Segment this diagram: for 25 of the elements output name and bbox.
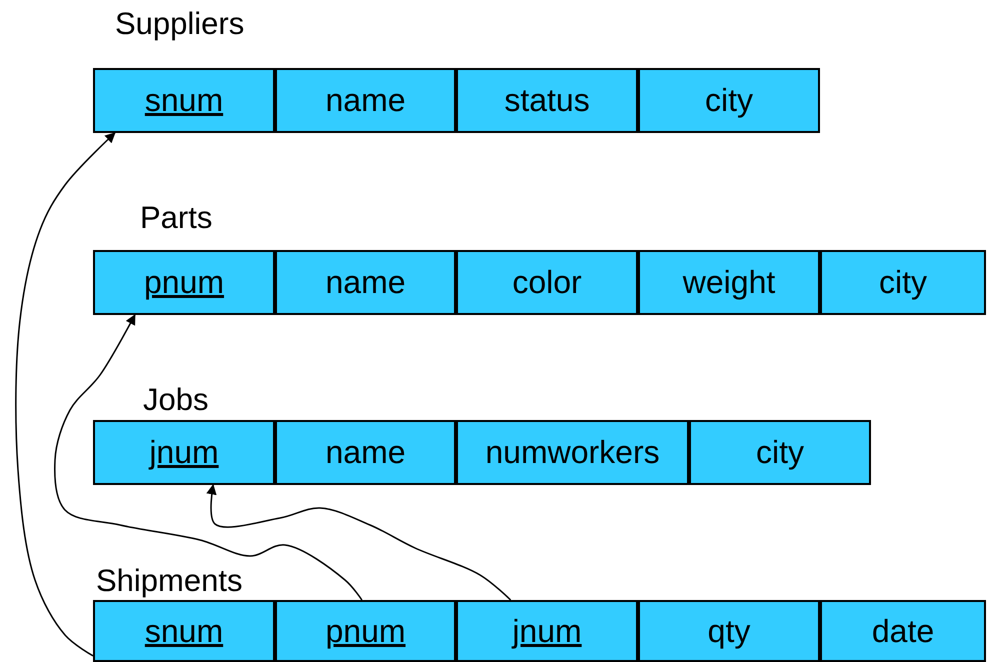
column-cell: status (456, 68, 638, 133)
column-cell: city (638, 68, 820, 133)
column-cell: name (275, 68, 456, 133)
table-name: Jobs (143, 382, 208, 418)
column-cell: city (820, 250, 986, 315)
table-name: Parts (140, 200, 212, 236)
column-cell: name (275, 250, 456, 315)
key-column-cell: pnum (275, 600, 456, 662)
column-cell: name (275, 420, 456, 485)
key-column-cell: jnum (456, 600, 638, 662)
column-cell: weight (638, 250, 820, 315)
column-cell: numworkers (456, 420, 689, 485)
column-cell: city (689, 420, 871, 485)
key-column-cell: jnum (93, 420, 275, 485)
key-column-cell: pnum (93, 250, 275, 315)
table-name: Shipments (96, 563, 242, 599)
arrow (15, 132, 116, 656)
arrow (54, 314, 362, 600)
arrow (206, 484, 512, 601)
column-cell: qty (638, 600, 820, 662)
key-column-cell: snum (93, 600, 275, 662)
column-cell: color (456, 250, 638, 315)
column-cell: date (820, 600, 986, 662)
table-name: Suppliers (115, 6, 244, 42)
key-column-cell: snum (93, 68, 275, 133)
